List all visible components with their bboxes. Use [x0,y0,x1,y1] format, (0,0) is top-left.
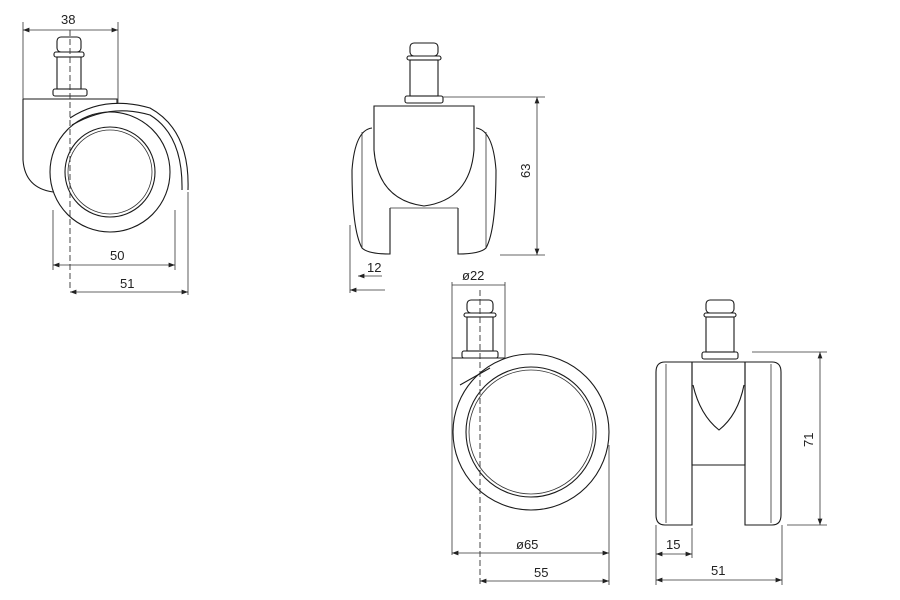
side-view-large: ø22 ø65 55 [451,268,610,585]
front-view-small: 63 12 [349,42,545,293]
dim-63: 63 [518,164,533,178]
dim-d65: ø65 [516,537,538,552]
side-view-small: 38 50 51 [22,12,189,295]
dim-15: 15 [666,537,680,552]
dim-71: 71 [801,433,816,447]
front-view-large: 71 15 51 [655,299,827,585]
dim-51-small: 51 [120,276,134,291]
dim-51-large: 51 [711,563,725,578]
dim-38: 38 [61,12,75,27]
dim-d22: ø22 [462,268,484,283]
dim-50: 50 [110,248,124,263]
dim-55: 55 [534,565,548,580]
dim-12: 12 [367,260,381,275]
